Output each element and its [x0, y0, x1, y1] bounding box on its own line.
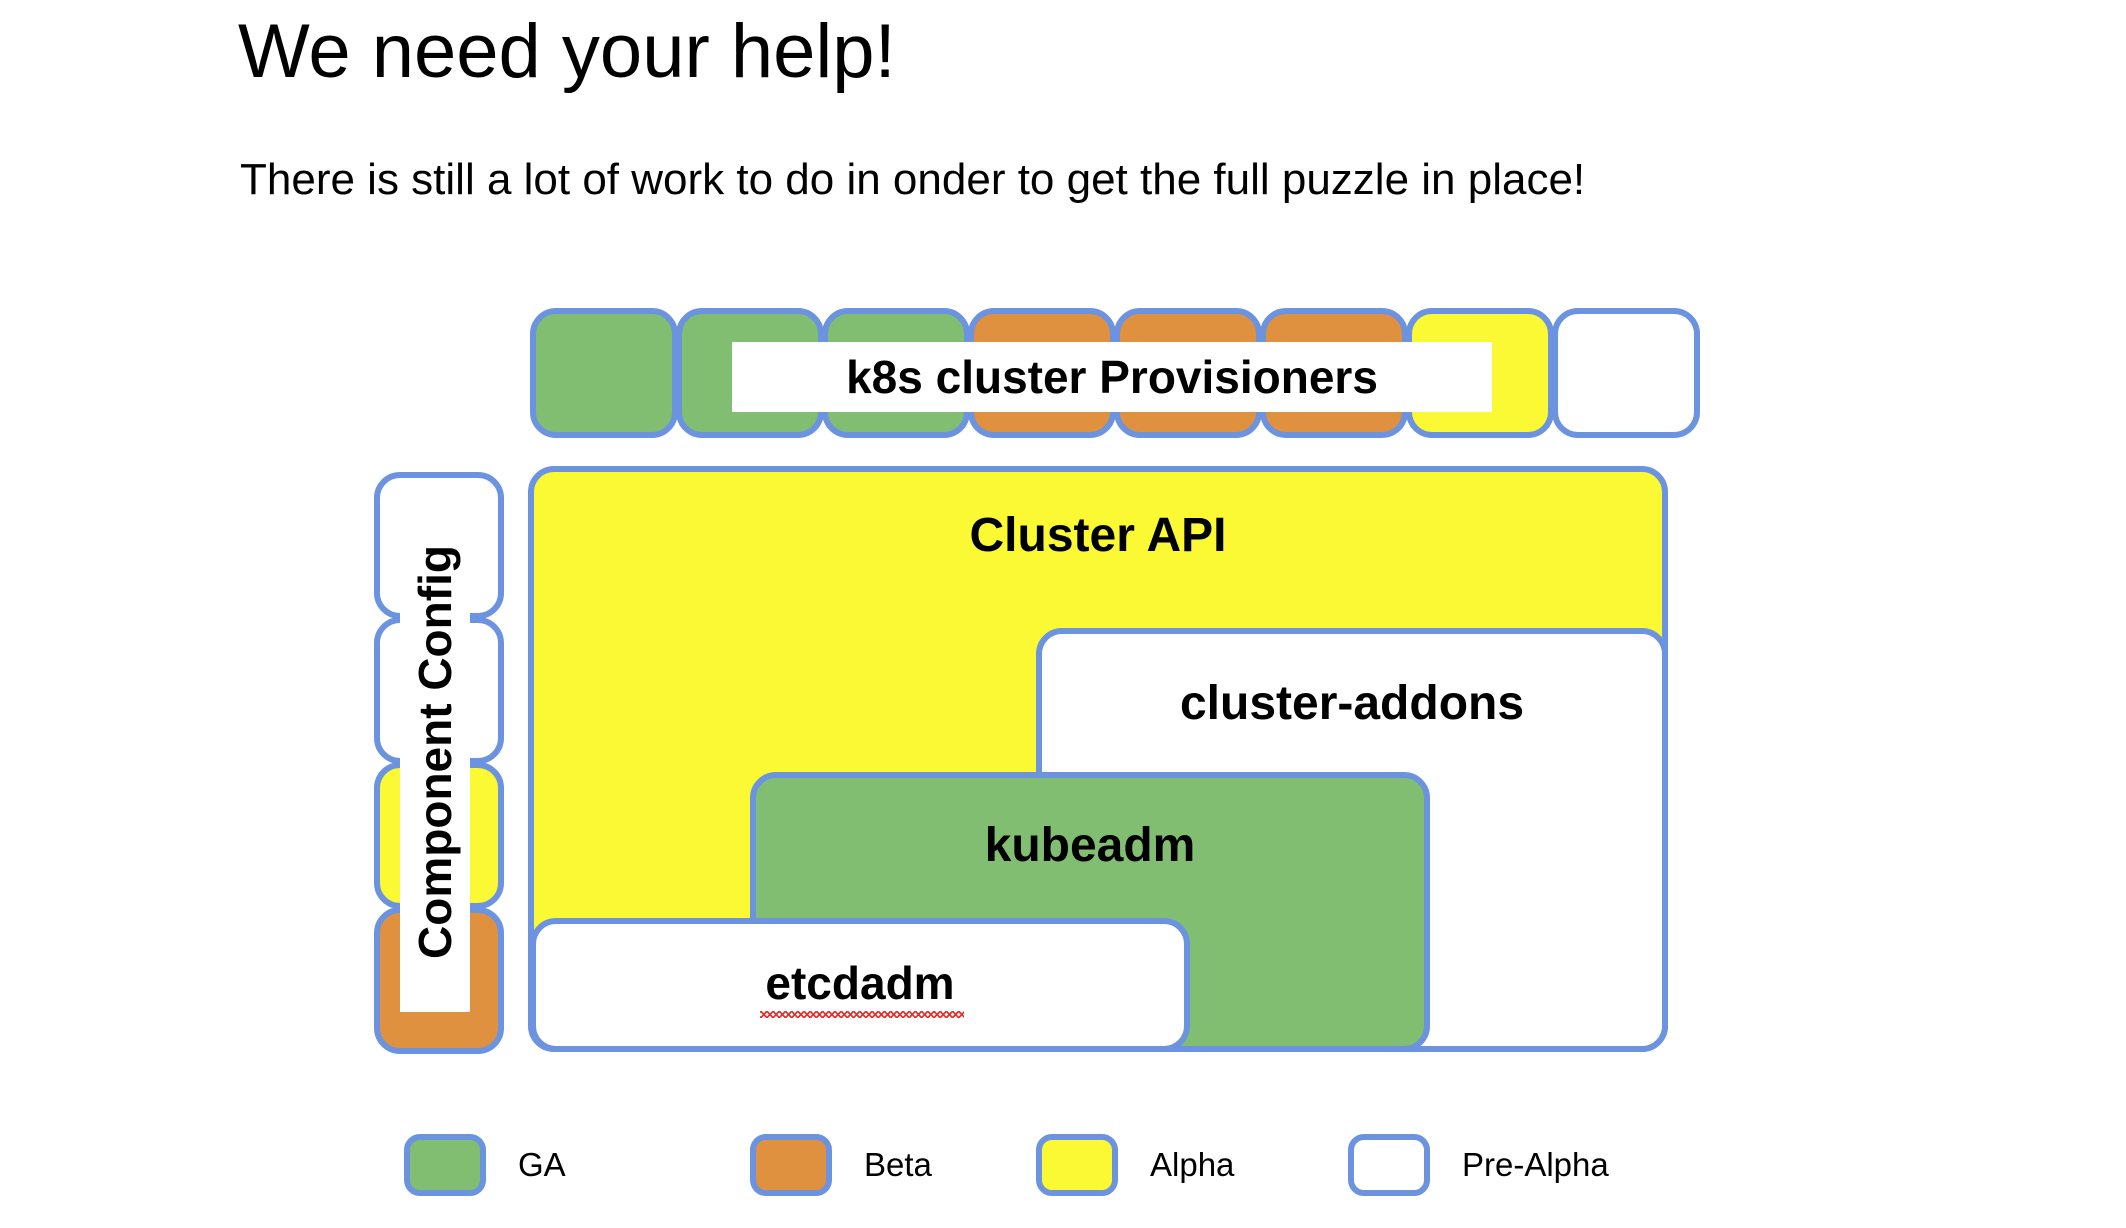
cluster-api-label: Cluster API	[969, 509, 1227, 562]
legend-item-pre-alpha: Pre-Alpha	[1348, 1120, 1609, 1210]
cluster-addons-label: cluster-addons	[1179, 677, 1525, 730]
provisioner-box-1[interactable]	[530, 308, 678, 438]
provisioner-box-8[interactable]	[1552, 308, 1700, 438]
legend-swatch-beta	[750, 1134, 832, 1196]
etcdadm-spellcheck-underline	[760, 1008, 964, 1022]
legend-label-alpha: Alpha	[1150, 1146, 1235, 1183]
legend-swatch-pre-alpha	[1348, 1134, 1430, 1196]
provisioners-label: k8s cluster Provisioners	[732, 342, 1492, 412]
provisioners-label-text: k8s cluster Provisioners	[846, 351, 1378, 403]
legend-swatch-ga	[404, 1134, 486, 1196]
kubeadm-label: kubeadm	[984, 819, 1196, 872]
legend-label-pre-alpha: Pre-Alpha	[1462, 1146, 1609, 1183]
component-config-label: Component Config	[400, 492, 470, 1012]
etcdadm-box[interactable]	[530, 918, 1190, 1052]
legend: GA Beta Alpha Pre-Alpha	[0, 1120, 2126, 1210]
legend-label-beta: Beta	[864, 1146, 932, 1183]
legend-item-beta: Beta	[750, 1120, 932, 1210]
page-subtitle: There is still a lot of work to do in on…	[240, 155, 1586, 204]
legend-label-ga: GA	[518, 1146, 566, 1183]
etcdadm-label: etcdadm	[765, 957, 955, 1009]
page-title: We need your help!	[238, 9, 896, 94]
legend-item-alpha: Alpha	[1036, 1120, 1234, 1210]
legend-item-ga: GA	[404, 1120, 566, 1210]
component-config-label-text: Component Config	[409, 545, 462, 959]
legend-swatch-alpha	[1036, 1134, 1118, 1196]
